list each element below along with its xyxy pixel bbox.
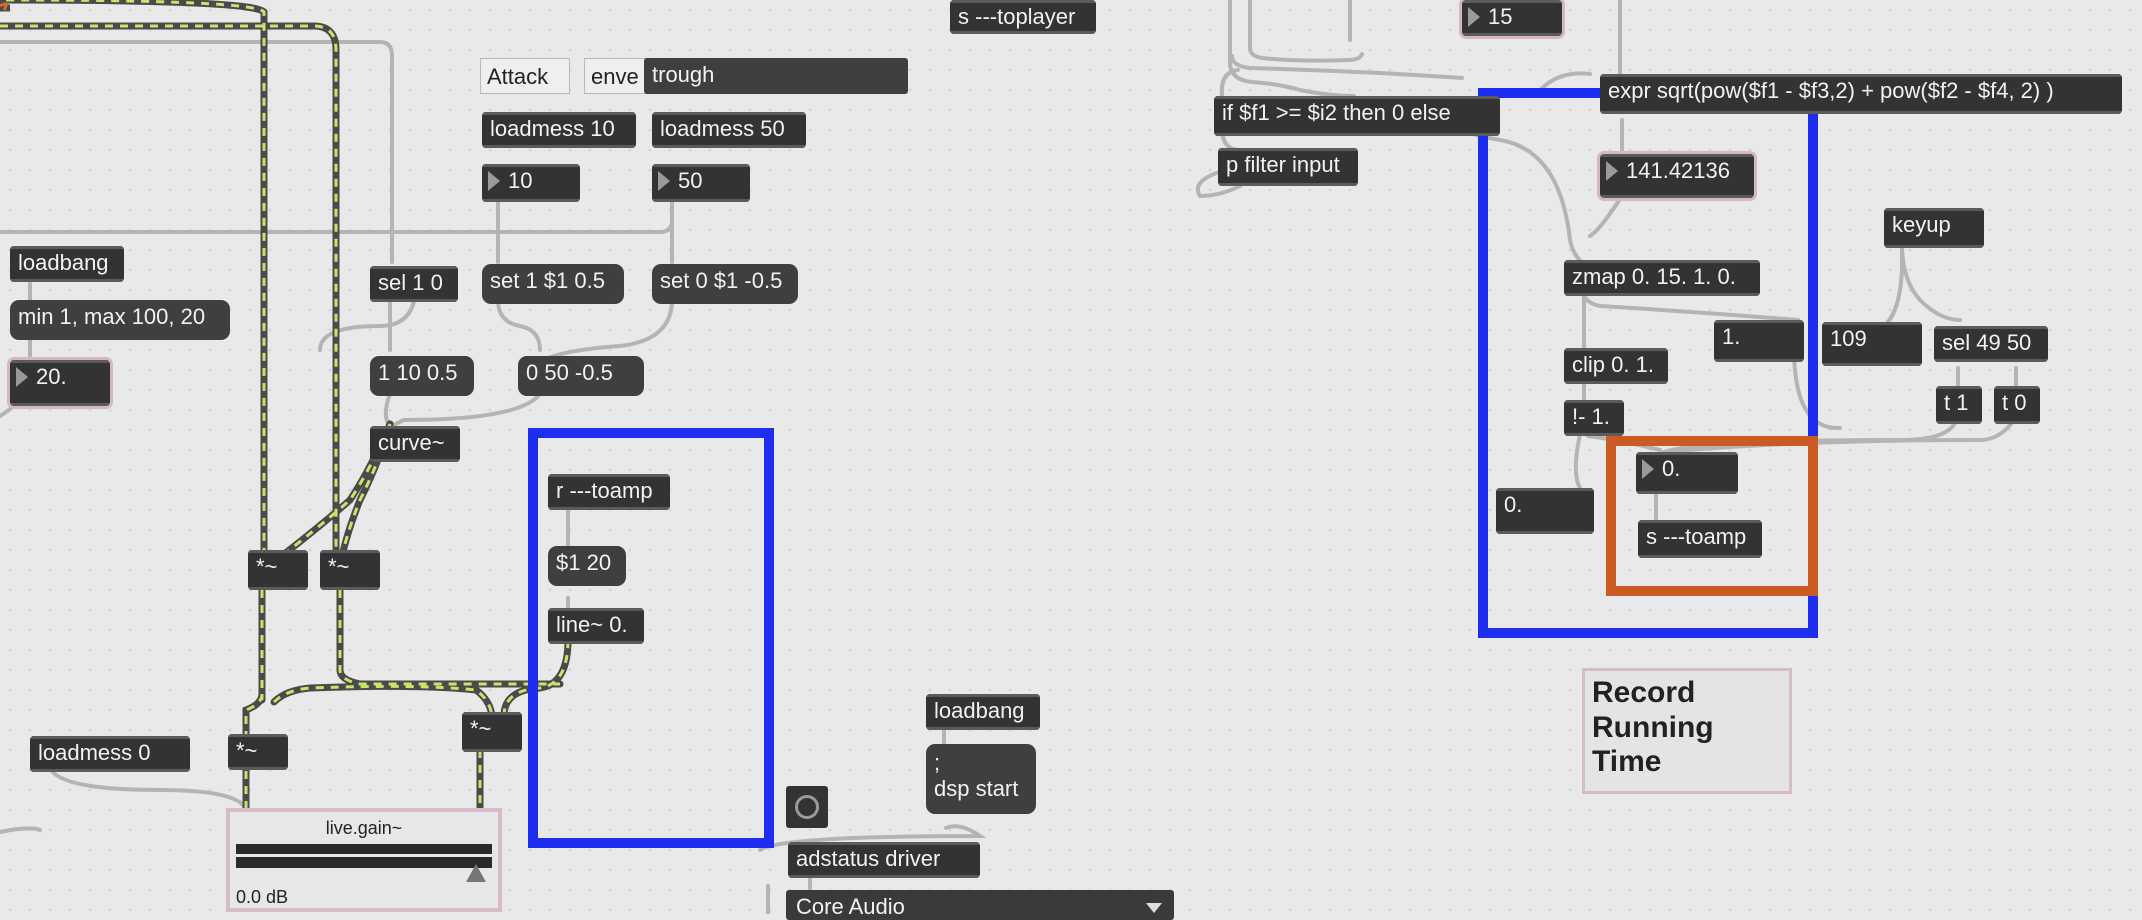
number-box-109[interactable]: 109 — [1822, 322, 1922, 366]
comment-envelope: enve — [584, 58, 648, 94]
object-expr-distance[interactable]: expr sqrt(pow($f1 - $f3,2) + pow($f2 - $… — [1600, 74, 2122, 114]
chevron-down-icon — [1146, 903, 1162, 913]
live-gain-slider[interactable]: live.gain~ 0.0 dB — [226, 808, 502, 912]
object-not-minus[interactable]: !- 1. — [1564, 400, 1624, 436]
record-running-time-comment: Record Running Time — [1592, 676, 1714, 778]
message-0-50[interactable]: 0 50 -0.5 — [518, 356, 644, 396]
number-box-50[interactable]: 50 — [652, 164, 750, 202]
object-sel-49-50[interactable]: sel 49 50 — [1934, 326, 2048, 362]
number-arrow-icon — [1642, 459, 1654, 479]
object-clip[interactable]: clip 0. 1. — [1564, 348, 1668, 384]
message-set-0[interactable]: set 0 $1 -0.5 — [652, 264, 798, 304]
live-gain-title: live.gain~ — [325, 818, 403, 838]
number-arrow-icon — [1468, 7, 1480, 27]
driver-menu[interactable]: Core Audio — [786, 890, 1174, 920]
number-arrow-icon — [16, 367, 28, 387]
message-dsp-start[interactable]: ; dsp start — [926, 744, 1036, 814]
dsp-start-line2: dsp start — [934, 776, 1019, 802]
object-zmap[interactable]: zmap 0. 15. 1. 0. — [1564, 260, 1760, 296]
object-s-toplayer[interactable]: s ---toplayer — [950, 0, 1096, 34]
object-loadmess-50[interactable]: loadmess 50 — [652, 112, 806, 148]
toggle-button[interactable] — [786, 786, 828, 828]
object-t-0[interactable]: t 0 — [1994, 386, 2040, 424]
highlight-box-blue-left — [528, 428, 774, 848]
object-multiply-b[interactable]: *~ — [320, 550, 380, 590]
message-1-10[interactable]: 1 10 0.5 — [370, 356, 474, 396]
object-s-toamp[interactable]: s ---toamp — [1638, 520, 1762, 558]
message-set-1[interactable]: set 1 $1 0.5 — [482, 264, 624, 304]
number-box-15[interactable]: 15 — [1459, 0, 1565, 39]
object-if-expr[interactable]: if $f1 >= $i2 then 0 else — [1214, 96, 1500, 136]
float-box-1[interactable]: 1. — [1714, 320, 1804, 362]
object-keyup[interactable]: keyup — [1884, 208, 1984, 248]
number-arrow-icon — [488, 171, 500, 191]
object-multiply-c[interactable]: *~ — [228, 734, 288, 770]
object-multiply-a[interactable]: *~ — [248, 550, 308, 590]
gain-handle-icon[interactable] — [466, 864, 486, 882]
number-box-0[interactable]: 0. — [1636, 452, 1738, 494]
number-box-10[interactable]: 10 — [482, 164, 580, 202]
object-curve[interactable]: curve~ — [370, 426, 460, 462]
object-adstatus[interactable]: adstatus driver — [788, 842, 980, 878]
float-box-0-left[interactable]: 0. — [1496, 488, 1594, 534]
number-arrow-icon — [1606, 161, 1618, 181]
number-box-20[interactable]: 20. — [7, 357, 113, 409]
object-sel-1-0[interactable]: sel 1 0 — [370, 266, 458, 302]
object-p-filter-input[interactable]: p filter input — [1218, 148, 1358, 186]
message-ramp-20[interactable]: $1 20 — [548, 546, 626, 586]
highlight-box-orange — [1606, 436, 1818, 596]
message-min-max[interactable]: min 1, max 100, 20 — [10, 300, 230, 340]
dsp-start-line1: ; — [934, 750, 941, 775]
live-gain-meter — [236, 844, 492, 868]
comment-attack: Attack — [480, 58, 570, 94]
object-multiply-d[interactable]: *~ — [462, 712, 522, 752]
live-gain-db: 0.0 dB — [236, 887, 289, 907]
toggle-ring-icon — [795, 795, 819, 819]
object-line[interactable]: line~ 0. — [548, 608, 644, 644]
comment-panel — [1582, 668, 1792, 794]
object-r-toamp[interactable]: r ---toamp — [548, 474, 670, 510]
object-loadmess-0[interactable]: loadmess 0 — [30, 736, 190, 772]
object-t-1[interactable]: t 1 — [1936, 386, 1982, 424]
number-box-141[interactable]: 141.42136 — [1597, 151, 1757, 201]
object-loadbang-dsp[interactable]: loadbang — [926, 694, 1040, 730]
object-loadmess-10[interactable]: loadmess 10 — [482, 112, 636, 148]
message-trough[interactable]: trough — [644, 58, 908, 94]
object-loadbang[interactable]: loadbang — [10, 246, 124, 282]
number-arrow-icon — [658, 171, 670, 191]
